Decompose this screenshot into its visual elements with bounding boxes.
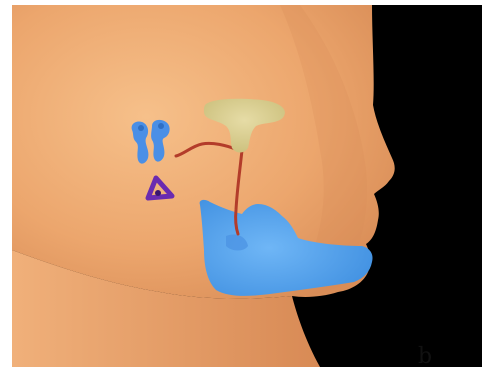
panel-label: b <box>413 344 437 370</box>
